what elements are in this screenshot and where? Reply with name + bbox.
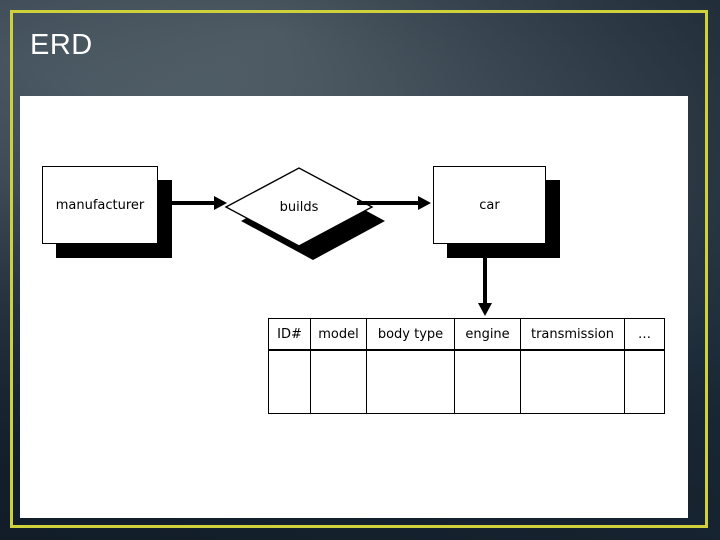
attribute-header-cell: engine	[454, 318, 521, 351]
entity-manufacturer-label: manufacturer	[55, 197, 145, 213]
attribute-header-cell: model	[310, 318, 367, 351]
entity-car[interactable]: car	[433, 166, 546, 244]
attributes-data-row[interactable]	[268, 349, 665, 414]
attribute-data-cell[interactable]	[454, 349, 521, 414]
attribute-header-cell-ellipsis: …	[624, 318, 665, 351]
relationship-builds-label: builds	[279, 199, 319, 215]
attribute-data-cell[interactable]	[624, 349, 665, 414]
attributes-header-row: ID# model body type engine transmission …	[268, 318, 665, 351]
attribute-data-cell[interactable]	[268, 349, 311, 414]
attribute-header-cell: transmission	[520, 318, 625, 351]
entity-car-label: car	[479, 197, 500, 213]
attribute-header-cell: ID#	[268, 318, 311, 351]
slide-title: ERD	[30, 29, 93, 61]
slide-border-frame	[10, 10, 708, 528]
attribute-data-cell[interactable]	[366, 349, 455, 414]
edge-manufacturer-to-builds	[157, 196, 227, 210]
edge-car-to-attributes	[478, 244, 492, 316]
entity-manufacturer[interactable]: manufacturer	[42, 166, 158, 244]
attribute-data-cell[interactable]	[310, 349, 367, 414]
attribute-data-cell[interactable]	[520, 349, 625, 414]
attribute-header-cell: body type	[366, 318, 455, 351]
edge-builds-to-car	[357, 196, 431, 210]
relationship-builds[interactable]: builds	[224, 166, 374, 248]
attributes-table[interactable]: ID# model body type engine transmission …	[268, 318, 665, 414]
diagram-canvas: manufacturer builds car	[20, 96, 688, 518]
